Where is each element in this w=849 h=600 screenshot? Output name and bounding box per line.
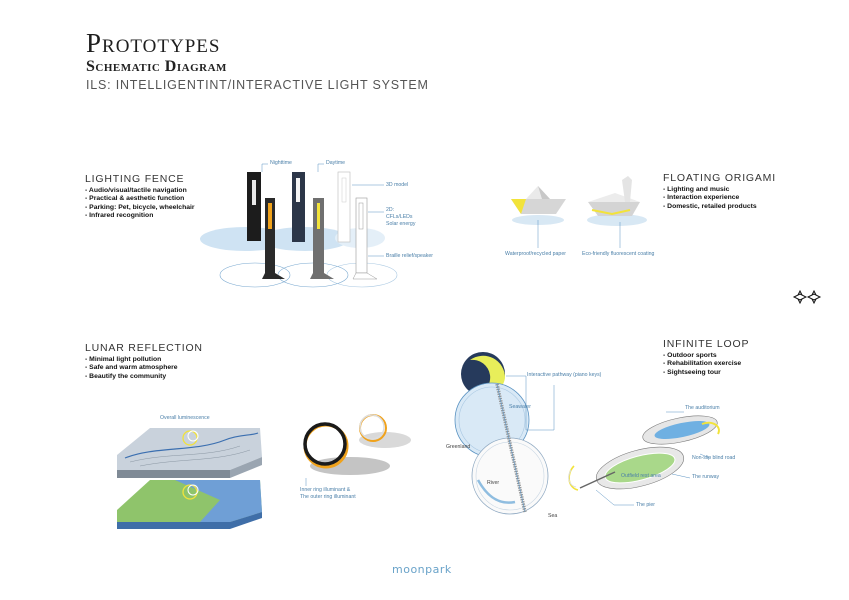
post-light	[268, 203, 272, 229]
label-runway: The runway	[692, 474, 720, 480]
fence-post-2d-model	[355, 197, 368, 274]
floating-origami-block: FLOATING ORIGAMI Lighting and music Inte…	[663, 172, 776, 211]
post-slot	[252, 180, 256, 205]
ground-ring	[219, 262, 291, 288]
loop-lower	[471, 437, 549, 515]
label-ring-line2: The outer ring illuminant	[300, 494, 356, 500]
fence-post-day	[292, 172, 305, 242]
label-coating: Eco-friendly fluorescent coating	[582, 251, 655, 257]
ring-outer	[303, 423, 349, 469]
label-luminescence: Overall luminescence	[160, 415, 210, 421]
label-seawater: Seawater	[509, 404, 531, 410]
label-daytime: Daytime	[326, 160, 346, 166]
bullet: Beautify the community	[85, 373, 203, 381]
page-subtitle: Schematic Diagram	[86, 58, 227, 75]
label-paper: Waterproof/recycled paper	[505, 251, 566, 257]
ground-glow	[260, 227, 350, 251]
bullet: Parking: Pet, bicycle, wheelchair	[85, 204, 194, 212]
floating-origami-title: FLOATING ORIGAMI	[663, 172, 776, 184]
map-block	[117, 480, 262, 522]
origami-swan	[588, 202, 640, 216]
label-sea: Sea	[548, 513, 558, 519]
label-2d-line3: Solar energy	[386, 221, 416, 227]
fence-post-3d-model	[337, 171, 351, 243]
bullet: Sightseeing tour	[663, 369, 749, 377]
infinite-loop-title: INFINITE LOOP	[663, 338, 750, 350]
fence-post-night	[265, 198, 275, 273]
bullet: Domestic, retailed products	[663, 203, 776, 211]
ring-inner	[303, 422, 347, 466]
auditorium-ring	[642, 415, 718, 445]
page-subtitle-ils: ILS: INTELLIGENTINT/INTERACTIVE LIGHT SY…	[86, 78, 429, 92]
lighting-fence-bullets: Audio/visual/tactile navigation Practica…	[85, 187, 195, 221]
post-foot	[262, 273, 285, 279]
label-blind-road: Non-slip blind road	[692, 455, 736, 461]
fence-post-night	[247, 172, 261, 241]
bullet: Outdoor sports	[663, 352, 749, 360]
label-3d-model: 3D model	[386, 182, 409, 188]
floating-origami-bullets: Lighting and music Interaction experienc…	[663, 186, 776, 211]
ground-ring	[277, 262, 349, 288]
label-pier: The pier	[636, 502, 656, 508]
infinite-loop-bullets: Outdoor sports Rehabilitation exercise S…	[663, 352, 749, 377]
water-shadow	[587, 214, 647, 226]
ground-ring	[326, 262, 398, 288]
pier	[579, 471, 616, 489]
lighting-fence-block: LIGHTING FENCE Audio/visual/tactile navi…	[85, 173, 195, 221]
lunar-reflection-block: LUNAR REFLECTION Minimal light pollution…	[85, 342, 203, 381]
ground-glow	[200, 227, 290, 251]
lunar-reflection-bullets: Minimal light pollution Safe and warm at…	[85, 356, 203, 381]
footer-logo: moonpark	[392, 563, 452, 576]
lighting-fence-title: LIGHTING FENCE	[85, 173, 185, 185]
water-shadow	[512, 215, 564, 225]
label-2d-line2: CFLs/LEDs	[386, 214, 413, 220]
bullet: Safe and warm atmosphere	[85, 364, 203, 372]
origami-boat	[511, 199, 566, 214]
label-ring-line1: Inner ring illuminant &	[300, 487, 351, 493]
page-title: Prototypes	[86, 28, 221, 58]
label-braille: Braille relief/speaker	[386, 253, 433, 259]
outfield-area	[604, 452, 676, 484]
post-light	[317, 203, 320, 229]
label-river: River	[487, 480, 500, 486]
ground-glow	[335, 228, 385, 248]
bullet: Rehabilitation exercise	[663, 360, 749, 368]
post-slot	[296, 178, 300, 202]
label-outfield: Outfield rest area	[621, 473, 661, 479]
label-greenland: Greenland	[446, 444, 471, 450]
runway-track	[595, 446, 685, 490]
bullet: Practical & aesthetic function	[85, 195, 195, 203]
bullet: Audio/visual/tactile navigation	[85, 187, 195, 195]
label-nighttime: Nighttime	[270, 160, 292, 166]
moon	[461, 352, 505, 396]
post-foot	[310, 273, 334, 279]
bullet: Interaction experience	[663, 194, 776, 202]
infinite-loop-block: INFINITE LOOP Outdoor sports Rehabilitat…	[663, 338, 749, 377]
terrain-block	[117, 428, 262, 470]
bullet: Minimal light pollution	[85, 356, 203, 364]
bullet: Infrared recognition	[85, 212, 195, 220]
label-2d-line1: 2D:	[386, 207, 395, 213]
label-auditorium: The auditorium	[685, 405, 720, 411]
fence-post-day	[313, 198, 324, 273]
lunar-reflection-title: LUNAR REFLECTION	[85, 342, 203, 354]
bullet: Lighting and music	[663, 186, 776, 194]
label-pathway: Interactive pathway (piano keys)	[527, 372, 602, 378]
